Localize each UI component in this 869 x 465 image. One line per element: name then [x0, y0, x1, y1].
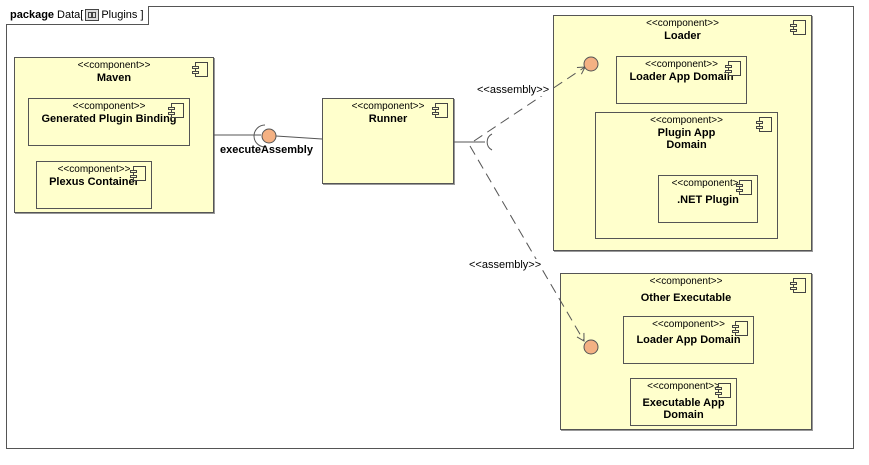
runner-socket-arc [486, 133, 493, 151]
stereotype-label: <<component>> [652, 319, 725, 330]
loader-interface-icon [583, 56, 599, 72]
execute-assembly-interface-icon [261, 128, 277, 144]
package-icon [85, 9, 100, 21]
component-icon [130, 166, 146, 181]
component-name: Generated Plugin Binding [41, 113, 177, 125]
stereotype-label: <<component>> [650, 115, 723, 126]
stereotype-label: <<component>> [351, 101, 425, 112]
component-runner[interactable]: <<component>> Runner [322, 98, 454, 184]
assembly-dependency-other [469, 145, 585, 342]
assembly-label-other: <<assembly>> [469, 259, 542, 271]
runner-interface-line [275, 135, 323, 140]
assembly-label-loader: <<assembly>> [477, 84, 550, 96]
component-other-loader-app-domain[interactable]: <<component>> Loader App Domain [623, 316, 754, 364]
package-frame [6, 6, 854, 449]
component-icon [432, 103, 448, 118]
component-icon [732, 321, 748, 336]
component-name: Plugin App Domain [657, 127, 716, 151]
stereotype-label: <<component>> [647, 381, 720, 392]
package-name: Data[ [57, 9, 84, 21]
component-executable-app-domain[interactable]: <<component>> Executable App Domain [630, 378, 737, 426]
component-icon [756, 117, 772, 132]
component-name: Executable App Domain [642, 397, 725, 421]
stereotype-label: <<component>> [671, 178, 745, 189]
component-icon [192, 62, 208, 77]
component-name: Maven [96, 72, 132, 84]
component-icon [725, 61, 741, 76]
stereotype-label: <<component>> [646, 18, 719, 29]
package-tab: package Data[ Plugins ] [6, 6, 149, 25]
other-executable-interface-icon [583, 339, 599, 355]
required-socket [253, 124, 266, 148]
component-generated-plugin-binding[interactable]: <<component>> Generated Plugin Binding [28, 98, 190, 146]
assembly-dependency-loader [473, 66, 586, 142]
component-icon [790, 20, 806, 35]
stereotype-label: <<component>> [72, 101, 146, 112]
component-name: Runner [368, 113, 408, 125]
stereotype-label: <<component>> [649, 276, 723, 287]
component-loader-app-domain[interactable]: <<component>> Loader App Domain [616, 56, 747, 104]
component-name: Loader [664, 30, 701, 42]
component-name: Other Executable [640, 292, 732, 304]
component-name: Loader App Domain [636, 334, 741, 346]
component-icon [790, 278, 806, 293]
component-icon [715, 383, 731, 398]
component-name: Plexus Container [49, 176, 139, 188]
stereotype-label: <<component>> [57, 164, 131, 175]
component-name: .NET Plugin [677, 194, 739, 206]
stereotype-label: <<component>> [77, 60, 151, 71]
component-icon [168, 103, 184, 118]
package-subname: Plugins ] [101, 9, 144, 21]
execute-assembly-label: executeAssembly [220, 144, 313, 156]
component-plexus-container[interactable]: <<component>> Plexus Container [36, 161, 152, 209]
component-icon [736, 180, 752, 195]
component-name: Loader App Domain [629, 71, 734, 83]
package-keyword: package [10, 9, 55, 21]
component-net-plugin[interactable]: <<component>> .NET Plugin [658, 175, 758, 223]
stereotype-label: <<component>> [645, 59, 718, 70]
